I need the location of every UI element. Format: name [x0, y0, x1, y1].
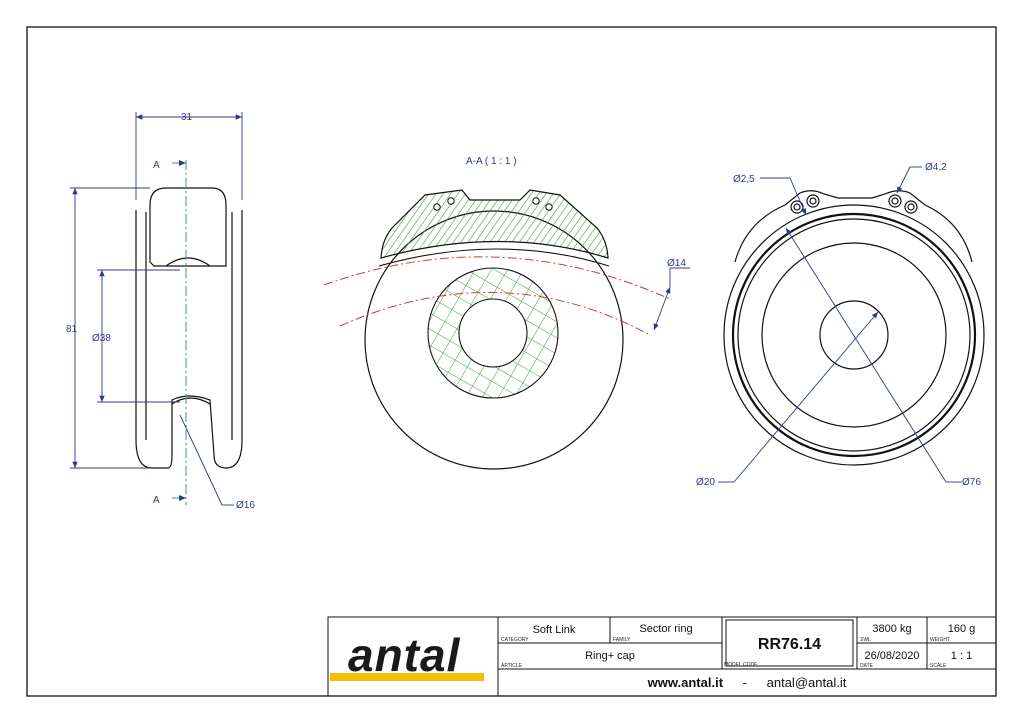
- logo-yellow-bar: [330, 673, 484, 681]
- side-groove-bottom: [171, 397, 211, 405]
- family-label: FAMILY: [613, 637, 631, 643]
- antal-logo: antal: [348, 629, 461, 681]
- side-inner-edges: [145, 212, 233, 440]
- scale-label: SCALE: [930, 663, 947, 669]
- side-dimensions: [70, 112, 243, 506]
- weight-label: WEIGHT: [930, 637, 950, 643]
- dim-outer-76: Ø76: [962, 477, 981, 488]
- category-label: CATEGORY: [501, 637, 529, 643]
- swl-value: 3800 kg: [872, 623, 912, 635]
- email-link[interactable]: antal@antal.it: [766, 675, 847, 690]
- front-view: [723, 190, 985, 466]
- date-value: 26/08/2020: [864, 650, 920, 662]
- model-code-value: RR76.14: [757, 636, 822, 653]
- weight-value: 160 g: [947, 623, 976, 635]
- article-value: Ring+ cap: [585, 650, 635, 662]
- section-mark-bottom: A: [153, 495, 160, 506]
- article-label: ARTICLE: [501, 663, 523, 669]
- scale-value: 1 : 1: [950, 650, 973, 662]
- side-groove-top: [165, 257, 211, 267]
- dim-height-81: 81: [66, 324, 78, 335]
- front-dimensions: [718, 166, 962, 483]
- section-bore: [458, 298, 528, 368]
- section-mark-top: A: [153, 160, 160, 171]
- dim-width-31: 31: [181, 112, 193, 123]
- dim-bore-20: Ø20: [696, 477, 715, 488]
- dim-core-14: Ø14: [667, 258, 686, 269]
- dim-hole-large-4-2: Ø4,2: [925, 162, 947, 173]
- website-link[interactable]: www.antal.it: [647, 675, 724, 690]
- dim-hole-small-2-5: Ø2,5: [733, 174, 755, 185]
- model-code-label: MODEL CODE: [724, 662, 758, 668]
- swl-label: SWL: [860, 637, 871, 643]
- contact-line: www.antal.it - antal@antal.it: [498, 675, 996, 690]
- section-dimensions: [653, 267, 690, 331]
- contact-separator: -: [742, 675, 747, 690]
- title-block-grid: [327, 616, 997, 697]
- family-value: Sector ring: [639, 623, 693, 635]
- side-view: [135, 187, 243, 469]
- side-section-marks: [172, 160, 186, 501]
- side-cap-top: [149, 187, 227, 267]
- dim-groove-38: Ø38: [92, 333, 111, 344]
- section-cap-hatch: [380, 189, 609, 259]
- dim-pin-16: Ø16: [236, 500, 255, 511]
- date-label: DATE: [860, 663, 873, 669]
- category-value: Soft Link: [532, 624, 576, 636]
- section-view: [323, 189, 673, 470]
- section-title: A-A ( 1 : 1 ): [466, 156, 517, 167]
